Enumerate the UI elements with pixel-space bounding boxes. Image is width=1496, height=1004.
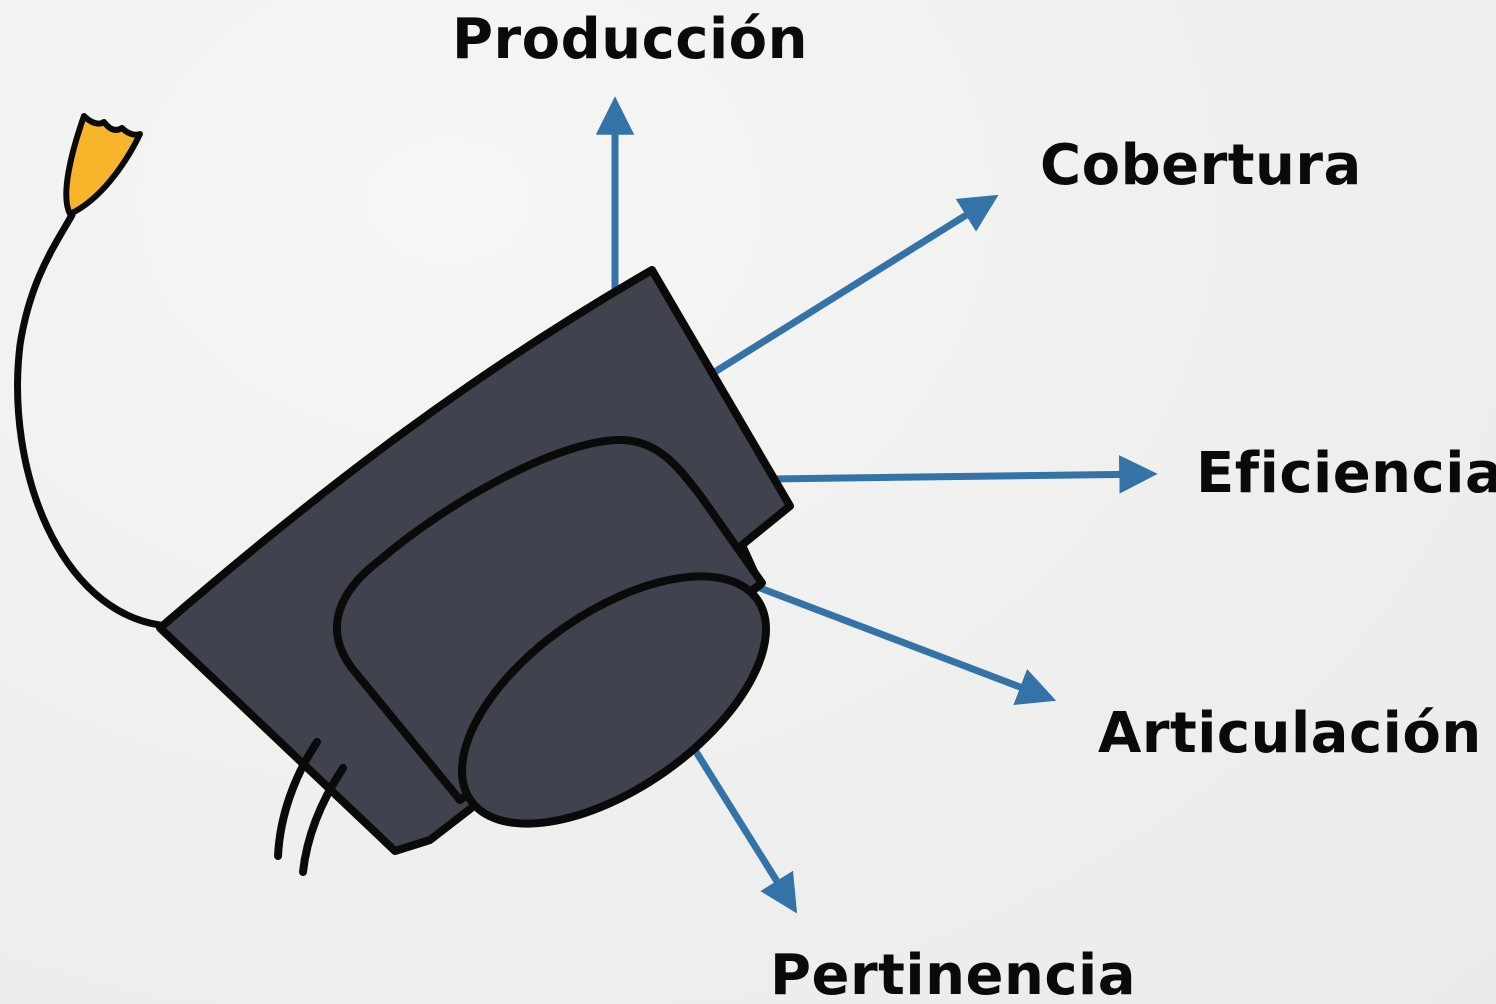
- arrow-cobertura: [703, 194, 999, 381]
- ribbon-strand-2: [299, 764, 347, 876]
- label-cobertura: Cobertura: [1040, 133, 1362, 198]
- label-articulacion: Articulación: [1098, 701, 1482, 766]
- tassel-cord: [14, 211, 164, 629]
- tassel-icon: [63, 113, 143, 217]
- label-pertinencia: Pertinencia: [770, 943, 1136, 1004]
- label-produccion: Producción: [452, 7, 809, 72]
- ribbon-strand-1: [274, 738, 321, 860]
- label-eficiencia: Eficiencia: [1196, 441, 1496, 506]
- graduation-cap-icon: [14, 113, 794, 876]
- cap-crown: [333, 436, 766, 804]
- arrow-articulacion: [758, 584, 1057, 706]
- cap-crown-opening: [458, 572, 770, 828]
- arrow-eficiencia: [769, 455, 1158, 494]
